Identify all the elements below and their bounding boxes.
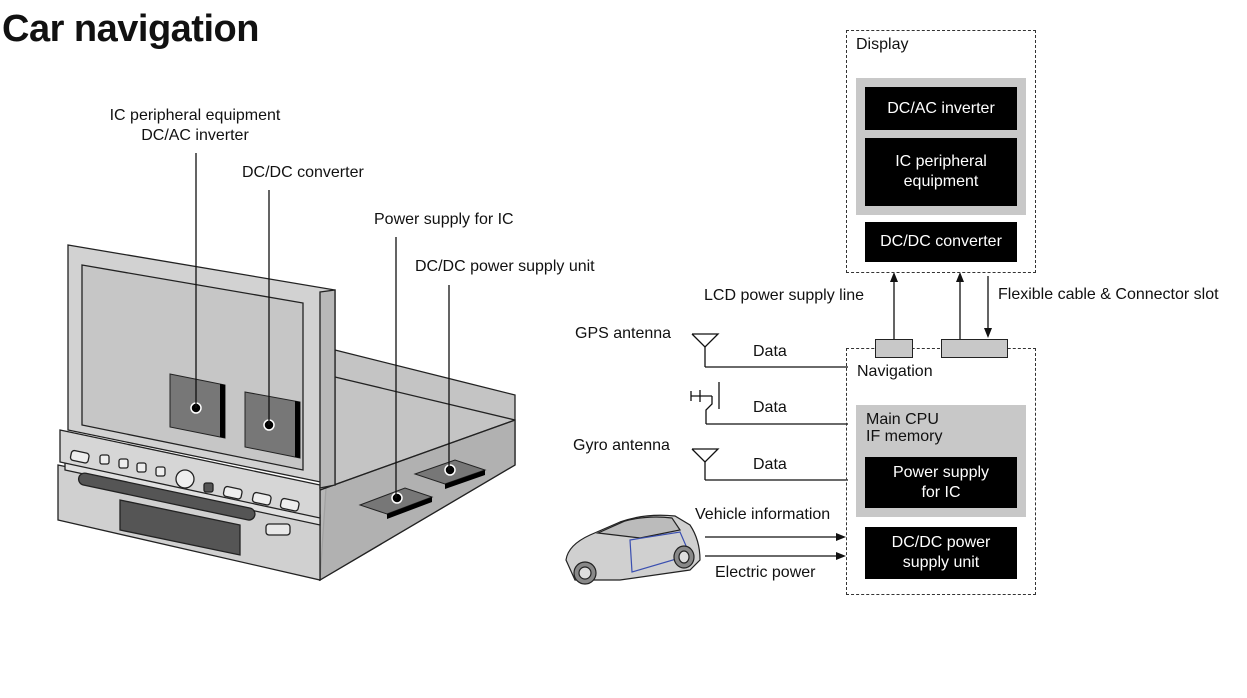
component-power-supply-ic <box>358 487 434 519</box>
page-title: Car navigation <box>2 8 259 50</box>
block-dcdc-power-supply-unit: DC/DC power supply unit <box>865 527 1017 579</box>
label-data-connector: Data <box>753 399 787 416</box>
display-module-label: Display <box>856 36 909 53</box>
callout-dcac-inverter-line2: DC/AC inverter <box>141 127 249 144</box>
callout-power-supply-ic: Power supply for IC <box>374 211 514 228</box>
component-dcdc-power-supply-unit <box>413 459 487 489</box>
label-data-gyro: Data <box>753 456 787 473</box>
callout-ic-peripheral-line1: IC peripheral equipment <box>109 107 281 124</box>
label-flexible-cable: Flexible cable & Connector slot <box>998 286 1219 303</box>
block-dcdc-psu-line1: DC/DC power <box>891 534 991 551</box>
label-data-gps: Data <box>753 343 787 360</box>
if-memory-line2: IF memory <box>866 428 943 445</box>
connector-lcd-power <box>875 339 913 358</box>
block-ic-peripheral-line1: IC peripheral <box>895 153 987 170</box>
block-ic-peripheral-line2: equipment <box>903 173 979 190</box>
block-dcdc-converter: DC/DC converter <box>865 222 1017 262</box>
nav-unit-housing <box>319 349 516 582</box>
component-dcdc-converter <box>244 391 301 459</box>
display-module <box>846 30 1036 273</box>
block-power-supply-line2: for IC <box>921 483 961 501</box>
callout-dcdc-power-supply-unit: DC/DC power supply unit <box>415 258 595 275</box>
callout-leader-lines <box>195 153 450 498</box>
car-icon <box>565 514 701 585</box>
block-power-supply-line1: Power supply <box>892 463 990 481</box>
label-electric-power: Electric power <box>715 564 816 581</box>
callout-ic-peripheral: IC peripheral equipment DC/AC inverter <box>95 106 295 146</box>
diagram-lines <box>690 272 992 560</box>
main-cpu-line1: Main CPU <box>866 411 939 428</box>
connector-flexible-cable <box>941 339 1008 358</box>
label-vehicle-information: Vehicle information <box>695 506 831 523</box>
block-dcac-inverter: DC/AC inverter <box>865 87 1017 130</box>
callout-dcdc-converter: DC/DC converter <box>242 164 364 181</box>
block-ic-peripheral: IC peripheral equipment <box>865 138 1017 206</box>
component-ic-peripheral <box>169 373 226 439</box>
label-lcd-power-supply-line: LCD power supply line <box>704 287 865 304</box>
navigation-module-label: Navigation <box>857 363 933 380</box>
label-gyro-antenna: Gyro antenna <box>573 437 670 454</box>
face-plate <box>59 429 321 519</box>
block-dcdc-psu-line2: supply unit <box>902 554 980 571</box>
label-gps-antenna: GPS antenna <box>575 325 672 342</box>
main-cpu-label: Main CPU IF memory <box>866 411 942 445</box>
block-power-supply-ic: Power supply for IC <box>865 457 1017 508</box>
